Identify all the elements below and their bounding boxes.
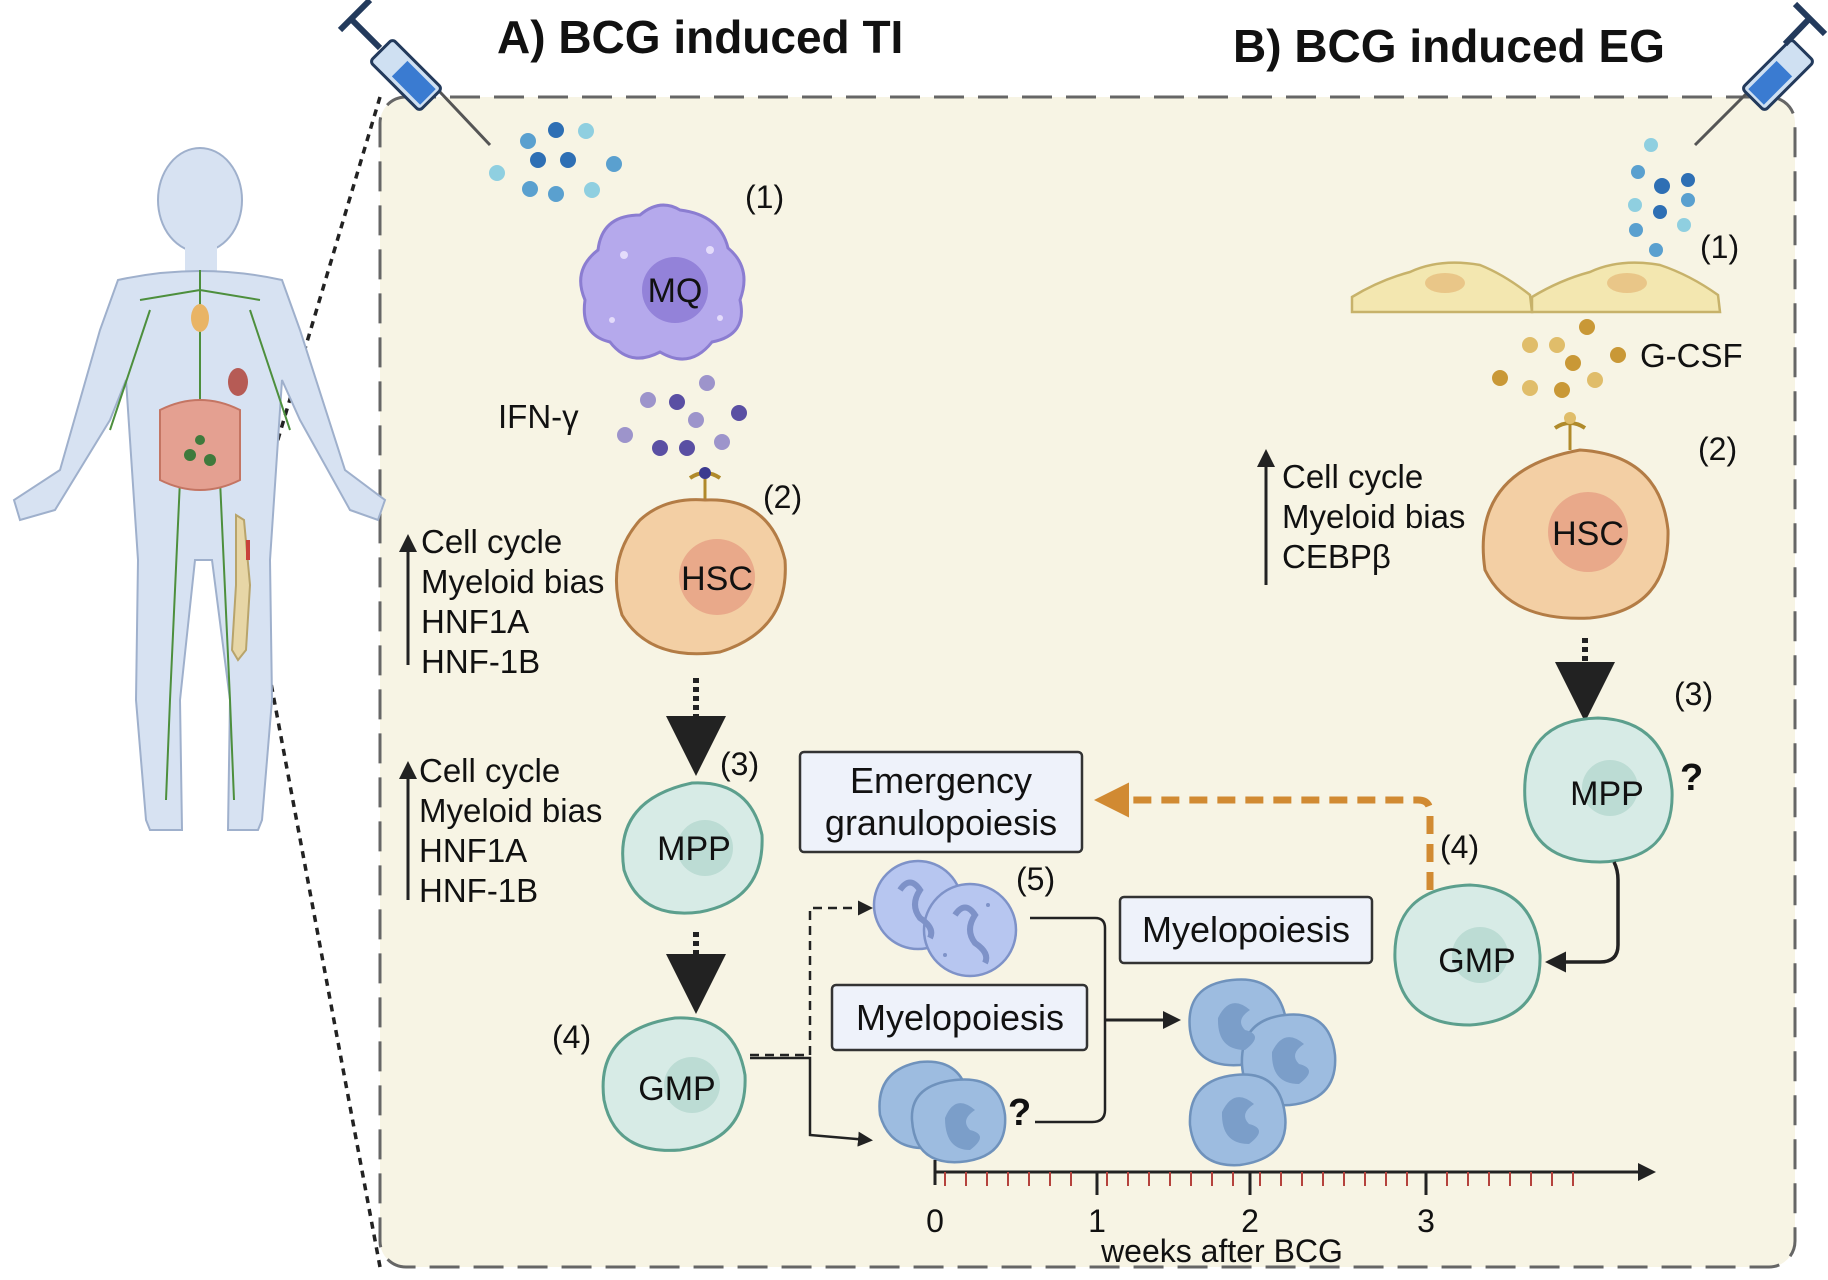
syringe-icon-b (1693, 1, 1828, 147)
ifn-gamma-particles (617, 375, 747, 456)
path-gmp-monocyte (750, 1056, 873, 1147)
timeline-tick-2: 2 (1241, 1203, 1259, 1239)
step-2-a: (2) (763, 479, 802, 515)
timeline-label: weeks after BCG (1100, 1233, 1343, 1269)
mpp-label-b: MPP (1570, 775, 1644, 813)
emergency-line-1: Emergency (850, 760, 1032, 801)
step-5-a: (5) (1016, 861, 1055, 897)
human-body-icon (12, 147, 387, 831)
eg-dashed-arrow (1094, 782, 1434, 890)
title-eg: B) BCG induced EG (1233, 20, 1665, 72)
title-ti: A) BCG induced TI (497, 11, 903, 63)
bcg-particles-b (1628, 138, 1695, 257)
arrow-mpp-gmp-b (1545, 861, 1620, 973)
timeline-tick-1: 1 (1088, 1203, 1106, 1239)
step-2-b: (2) (1698, 431, 1737, 467)
hsc-change-a-1: Cell cycle (421, 523, 562, 560)
neutrophil-cells (872, 859, 1018, 978)
hsc-cell-a (615, 467, 787, 656)
hsc-change-a-3: HNF1A (421, 603, 529, 640)
question-mark-b: ? (1680, 757, 1703, 799)
hsc-change-b-1: Cell cycle (1282, 458, 1423, 495)
gmp-label-a: GMP (638, 1070, 715, 1108)
hsc-change-b-3: CEBPβ (1282, 538, 1391, 575)
gcsf-label: G-CSF (1640, 337, 1743, 374)
timeline-minor-ticks (944, 1172, 1574, 1186)
step-1-b: (1) (1700, 229, 1739, 265)
step-3-a: (3) (720, 746, 759, 782)
timeline-tick-3: 3 (1417, 1203, 1435, 1239)
dashed-path-gmp-neutrophil (750, 900, 873, 1057)
emergency-line-2: granulopoiesis (825, 802, 1057, 843)
monocyte-cluster (1188, 978, 1337, 1167)
mpp-change-a-1: Cell cycle (419, 752, 560, 789)
macrophage-cell (579, 203, 746, 361)
ifn-gamma-label: IFN-γ (498, 398, 579, 435)
emergency-granulopoiesis-box (798, 750, 1084, 854)
monocyte-cells-a (878, 1060, 1007, 1164)
hsc-label-b: HSC (1552, 515, 1624, 553)
bcg-particles-a (489, 122, 622, 202)
mpp-change-a-2: Myeloid bias (419, 792, 602, 829)
stromal-cells (1350, 261, 1722, 314)
mpp-change-a-4: HNF-1B (419, 872, 538, 909)
gmp-cell-b (1393, 883, 1542, 1027)
step-4-a: (4) (552, 1019, 591, 1055)
gmp-cell-a (601, 1016, 747, 1152)
mpp-label-a: MPP (657, 830, 731, 868)
step-3-b: (3) (1674, 676, 1713, 712)
question-mark-a: ? (1008, 1092, 1031, 1134)
hsc-change-a-2: Myeloid bias (421, 563, 604, 600)
syringe-icon-a (337, 0, 492, 147)
hsc-label-a: HSC (681, 560, 753, 598)
hsc-cell-b (1481, 412, 1670, 620)
step-4-b: (4) (1440, 829, 1479, 865)
myelopoiesis-box-left (830, 983, 1089, 1052)
hsc-change-a-4: HNF-1B (421, 643, 540, 680)
myelopoiesis-left-label: Myelopoiesis (856, 997, 1064, 1038)
step-1-a: (1) (745, 179, 784, 215)
timeline-tick-0: 0 (926, 1203, 944, 1239)
mq-label: MQ (648, 272, 703, 310)
mpp-change-a-3: HNF1A (419, 832, 527, 869)
myelopoiesis-box-right (1118, 895, 1374, 965)
mpp-cell-a (621, 781, 764, 915)
mpp-cell-b (1523, 716, 1674, 864)
gmp-label-b: GMP (1438, 942, 1515, 980)
gcsf-particles (1492, 319, 1626, 398)
myelopoiesis-right-label: Myelopoiesis (1142, 909, 1350, 950)
hsc-change-b-2: Myeloid bias (1282, 498, 1465, 535)
